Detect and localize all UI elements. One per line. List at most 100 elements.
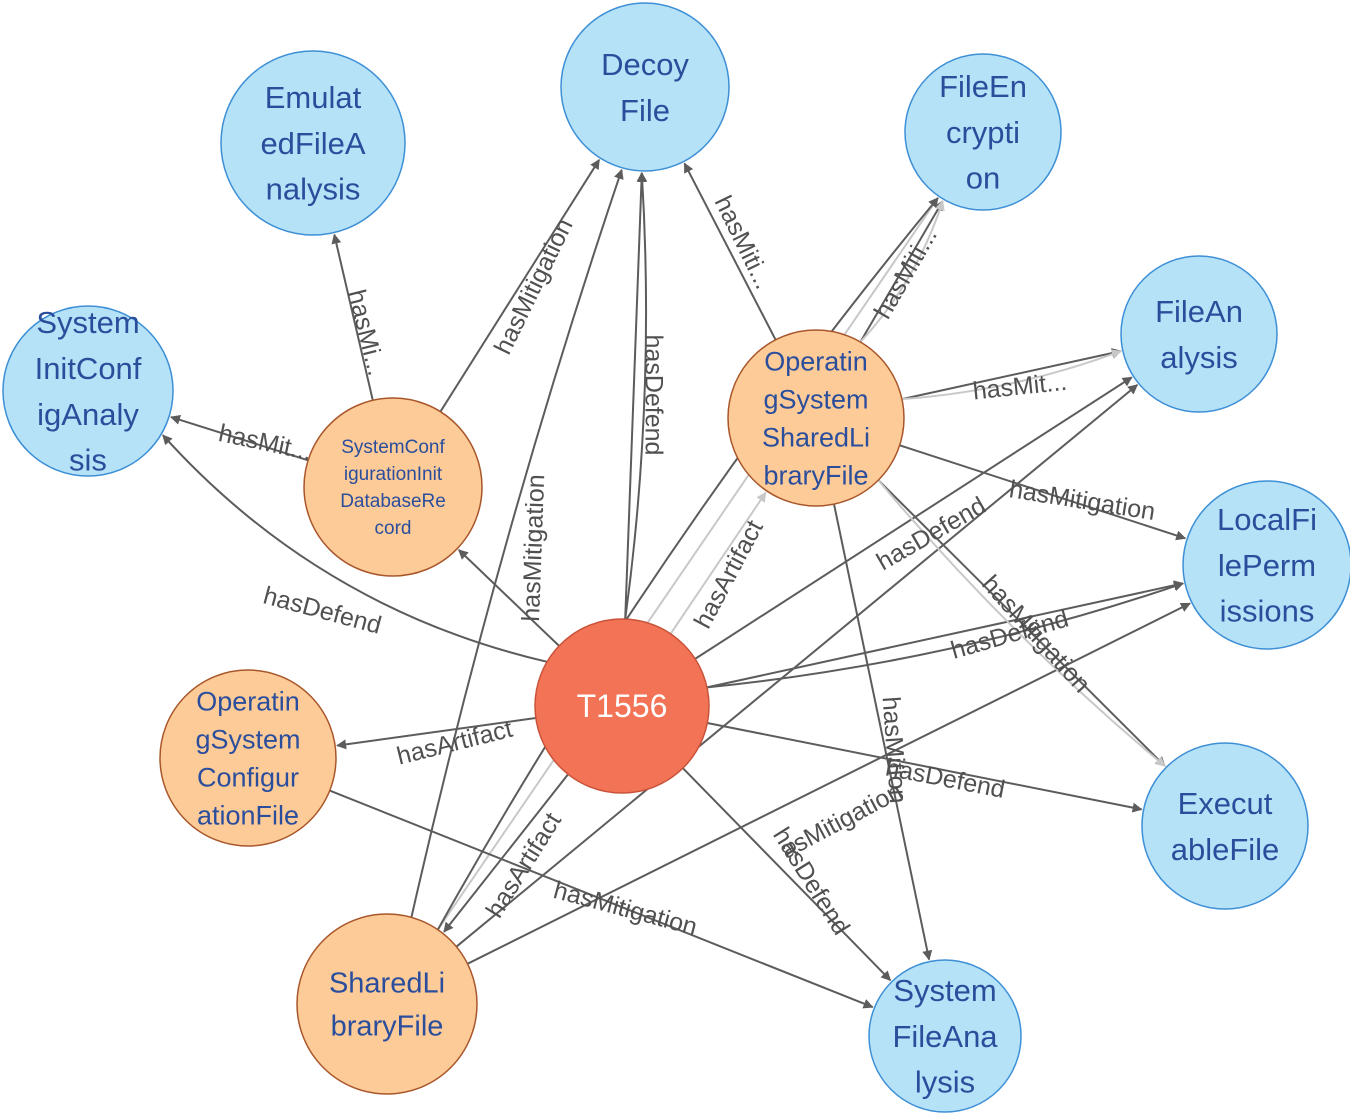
node-label-operating-system-configuration-file-line-0: Operatin — [196, 687, 300, 717]
edge-t1556-to-file-analysis-8 — [694, 376, 1133, 660]
node-label-system-file-analysis-line-1: FileAna — [892, 1019, 998, 1054]
edge-label-sl-decoy-hasmitigation: hasMitigation — [517, 474, 550, 622]
edge-shared-library-file-to-decoy-file-14 — [410, 168, 624, 918]
edge-shared-library-file-to-local-file-permissions-15 — [467, 602, 1191, 965]
edge-t1556-to-system-init-config-analysis-4 — [162, 434, 548, 663]
node-label-file-encryption-line-1: crypti — [946, 115, 1020, 150]
node-emulated-file-analysis[interactable]: Emulat edFileA nalysis — [220, 50, 406, 236]
node-label-operating-system-shared-library-file-line-2: SharedLi — [762, 422, 870, 452]
node-label-file-analysis-line-1: alysis — [1160, 340, 1238, 375]
edge-operating-system-configuration-file-to-system-file-analysis-18 — [329, 789, 874, 1009]
edge-t1556-to-decoy-file-10 — [624, 171, 648, 620]
edge-label-t-sifa-hasdefend: hasDefend — [260, 581, 384, 639]
node-label-executable-file-line-0: Execut — [1178, 786, 1273, 821]
edge-t1556-to-executable-file-6 — [707, 722, 1143, 813]
node-circle-operating-system-shared-library-file — [727, 329, 905, 507]
node-label-system-configuration-init-database-record-line-2: DatabaseRe — [340, 491, 446, 512]
node-label-shared-library-file-line-1: braryFile — [331, 1011, 444, 1043]
edge-t1556-to-local-file-permissions-5 — [706, 580, 1184, 689]
node-label-system-configuration-init-database-record-line-3: cord — [375, 518, 412, 539]
edge-shared-library-file-to-file-encryption-28 — [436, 197, 939, 931]
node-label-operating-system-shared-library-file-line-3: braryFile — [763, 460, 868, 490]
edge-t1556-to-system-file-analysis-7 — [682, 767, 892, 982]
edge-shared-library-file-to-file-analysis-16 — [455, 384, 1139, 948]
node-circle-local-file-permissions — [1182, 480, 1350, 650]
edge-t1556-to-operating-system-configuration-file-2 — [336, 717, 536, 750]
node-label-shared-library-file-line-0: SharedLi — [329, 968, 445, 1000]
edge-label-ossl-lfp-hasmitigation: hasMitigation — [1007, 475, 1157, 526]
node-label-local-file-permissions-line-2: issions — [1220, 594, 1315, 629]
node-label-system-init-config-analysis-line-3: sis — [69, 443, 107, 478]
node-label-emulated-file-analysis-line-0: Emulat — [265, 80, 362, 115]
node-circle-system-configuration-init-database-record — [303, 397, 483, 577]
edge-label-t-osc-hasartifact: hasArtifact — [394, 715, 515, 771]
node-circle-file-encryption — [904, 53, 1062, 211]
edge-operating-system-shared-library-file-to-system-file-analysis-27 — [833, 503, 933, 961]
node-label-decoy-file-line-0: Decoy — [601, 47, 689, 82]
node-label-system-configuration-init-database-record-line-0: SystemConf — [341, 437, 445, 458]
node-label-operating-system-configuration-file-line-2: Configur — [197, 763, 299, 793]
edge-t1556-to-decoy-file-0 — [624, 171, 647, 620]
node-label-operating-system-shared-library-file-line-1: gSystem — [763, 384, 868, 414]
edges-layer — [162, 158, 1191, 1009]
node-label-system-file-analysis-line-2: lysis — [915, 1065, 975, 1100]
edge-operating-system-shared-library-file-to-decoy-file-19 — [683, 162, 777, 341]
node-label-system-init-config-analysis-line-2: igAnaly — [37, 397, 139, 432]
node-label-file-encryption-line-0: FileEn — [939, 69, 1027, 104]
node-circle-t1556 — [534, 618, 710, 794]
node-label-system-configuration-init-database-record-line-1: igurationInit — [344, 464, 443, 485]
node-label-t1556-line-0: T1556 — [577, 688, 668, 724]
edge-system-configuration-init-database-record-to-decoy-file-11 — [439, 158, 601, 413]
edge-operating-system-shared-library-file-to-file-analysis-22 — [901, 348, 1122, 401]
node-file-analysis[interactable]: FileAn alysis — [1120, 255, 1278, 413]
node-shared-library-file[interactable]: SharedLi braryFile — [296, 913, 478, 1095]
node-label-local-file-permissions-line-1: lePerm — [1218, 548, 1316, 583]
node-t1556[interactable]: T1556 — [534, 618, 710, 794]
node-local-file-permissions[interactable]: LocalFi lePerm issions — [1182, 480, 1350, 650]
node-circle-emulated-file-analysis — [220, 50, 406, 236]
node-circle-system-file-analysis — [868, 959, 1022, 1113]
node-executable-file[interactable]: Execut ableFile — [1141, 742, 1309, 910]
edge-operating-system-shared-library-file-to-local-file-permissions-24 — [899, 444, 1187, 541]
edge-label-scdr-decoy-hasmitigation: hasMitigation — [489, 214, 579, 359]
node-label-system-init-config-analysis-line-0: System — [36, 305, 139, 340]
node-circle-operating-system-configuration-file — [159, 669, 337, 847]
edge-t1556-to-system-configuration-init-database-record-9 — [458, 549, 560, 647]
edge-label-t-ssli-hasartifact: hasArtifact — [689, 516, 769, 633]
edge-operating-system-shared-library-file-to-file-analysis-23 — [901, 349, 1122, 401]
node-circle-decoy-file — [560, 2, 730, 172]
edge-label-scdr-emulated-hasmi: hasMi... — [342, 287, 390, 379]
edge-t1556-to-shared-library-file-3 — [443, 773, 569, 933]
node-label-operating-system-shared-library-file-line-0: Operatin — [764, 346, 868, 376]
node-label-emulated-file-analysis-line-1: edFileA — [260, 126, 365, 161]
node-label-local-file-permissions-line-0: LocalFi — [1217, 502, 1317, 537]
node-label-emulated-file-analysis-line-2: nalysis — [266, 172, 361, 207]
node-label-system-file-analysis-line-0: System — [893, 973, 996, 1008]
edge-operating-system-shared-library-file-to-executable-file-25 — [877, 479, 1166, 767]
node-circle-shared-library-file — [296, 913, 478, 1095]
edge-label-ossl-fa-hasmit: hasMit... — [971, 368, 1068, 406]
node-label-operating-system-configuration-file-line-1: gSystem — [195, 725, 300, 755]
node-label-file-analysis-line-0: FileAn — [1155, 294, 1243, 329]
edge-label-scdr-sifa-hasmit: hasMit... — [216, 419, 314, 466]
edge-operating-system-shared-library-file-to-file-encryption-20 — [859, 200, 944, 343]
edge-t1556-to-operating-system-shared-library-file-1 — [669, 491, 767, 635]
node-label-system-init-config-analysis-line-1: InitConf — [35, 351, 142, 386]
node-label-file-encryption-line-2: on — [966, 161, 1000, 196]
node-label-executable-file-line-1: ableFile — [1171, 832, 1280, 867]
edge-shared-library-file-to-file-encryption-17 — [436, 197, 939, 931]
node-label-decoy-file-line-1: File — [620, 93, 670, 128]
edge-operating-system-shared-library-file-to-executable-file-26 — [877, 479, 1166, 767]
edge-system-configuration-init-database-record-to-system-init-config-analysis-13 — [170, 415, 309, 462]
node-circle-file-analysis — [1120, 255, 1278, 413]
node-label-operating-system-configuration-file-line-3: ationFile — [197, 801, 299, 831]
node-file-encryption[interactable]: FileEn crypti on — [904, 53, 1062, 211]
